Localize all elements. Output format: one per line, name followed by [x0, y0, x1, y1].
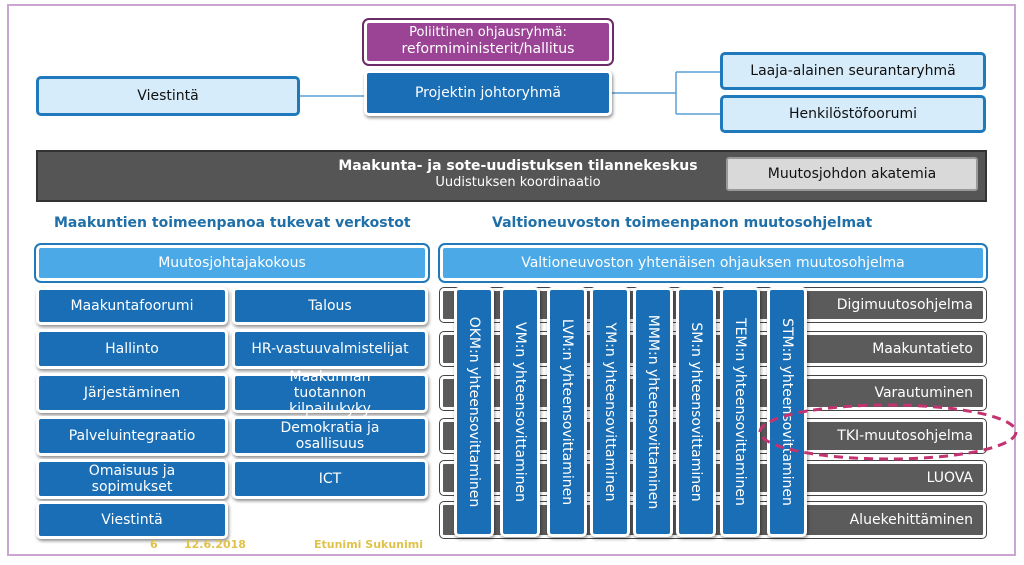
program-label: Varautuminen — [874, 385, 973, 401]
network-box: Demokratia ja osallisuus — [232, 416, 428, 456]
footer-date: 12.6.2018 — [184, 538, 246, 551]
network-label: Talous — [308, 297, 352, 314]
program-label: LUOVA — [926, 470, 973, 486]
monitoring-group-box: Laaja-alainen seurantaryhmä — [720, 52, 986, 90]
network-label: Maakuntafoorumi — [70, 297, 194, 314]
monitoring-group-label: Laaja-alainen seurantaryhmä — [750, 62, 956, 79]
program-label: Maakuntatieto — [872, 341, 973, 357]
ministry-column: MMM:n yhteensovittaminen — [633, 287, 673, 537]
network-box: Omaisuus ja sopimukset — [36, 459, 228, 499]
network-label: Omaisuus ja sopimukset — [88, 462, 176, 495]
coordination-centre-bar: Maakunta- ja sote-uudistuksen tilannekes… — [36, 150, 987, 202]
network-box: ICT — [232, 459, 428, 499]
right-section-heading: Valtioneuvoston toimeenpanon muutosohjel… — [492, 215, 873, 231]
network-box: Maakunnan tuotannon kilpailukyky — [232, 369, 428, 417]
centre-title: Maakunta- ja sote-uudistuksen tilannekes… — [338, 158, 698, 174]
communication-label: Viestintä — [137, 87, 199, 104]
slide-frame — [7, 4, 1016, 556]
change-directors-meeting-box: Muutosjohtajakokous — [36, 245, 428, 281]
footer-page-number: 6 — [150, 538, 158, 551]
staff-forum-box: Henkilöstöfoorumi — [720, 95, 986, 133]
network-box: Palveluintegraatio — [36, 416, 228, 456]
political-line1: Poliittinen ohjausryhmä: — [409, 25, 567, 41]
unified-steering-program-label: Valtioneuvoston yhtenäisen ohjauksen muu… — [521, 254, 905, 271]
network-label: Viestintä — [101, 511, 163, 528]
political-line2: reformiministerit/hallitus — [401, 41, 575, 58]
network-label: HR-vastuuvalmistelijat — [251, 340, 409, 357]
network-label: Maakunnan tuotannon kilpailukyky — [289, 368, 371, 418]
ministry-column: OKM:n yhteensovittaminen — [454, 287, 494, 537]
change-academy-label: Muutosjohdon akatemia — [767, 165, 937, 182]
program-label: TKI-muutosohjelma — [837, 428, 973, 444]
political-steering-box: Poliittinen ohjausryhmä: reformiminister… — [364, 20, 612, 64]
ministry-column: SM:n yhteensovittaminen — [676, 287, 716, 537]
program-label: Digimuutosohjelma — [836, 297, 973, 313]
network-label: Demokratia ja osallisuus — [280, 419, 380, 452]
network-label: Palveluintegraatio — [68, 427, 196, 444]
left-section-heading: Maakuntien toimeenpanoa tukevat verkosto… — [54, 215, 411, 231]
network-label: Hallinto — [105, 340, 159, 357]
network-box: Talous — [232, 287, 428, 325]
network-box: Hallinto — [36, 329, 228, 369]
network-box: Viestintä — [36, 501, 228, 539]
network-box: Maakuntafoorumi — [36, 287, 228, 325]
centre-subtitle: Uudistuksen koordinaatio — [435, 174, 601, 190]
network-box: HR-vastuuvalmistelijat — [232, 329, 428, 369]
change-directors-meeting-label: Muutosjohtajakokous — [158, 254, 306, 271]
network-box: Järjestäminen — [36, 373, 228, 413]
program-label: Aluekehittäminen — [849, 512, 973, 528]
network-label: ICT — [318, 470, 342, 487]
footer-author: Etunimi Sukunimi — [314, 538, 424, 551]
change-academy-box: Muutosjohdon akatemia — [726, 157, 978, 191]
unified-steering-program-box: Valtioneuvoston yhtenäisen ohjauksen muu… — [440, 245, 986, 281]
ministry-column: TEM:n yhteensovittaminen — [720, 287, 760, 537]
communication-box: Viestintä — [36, 76, 300, 116]
steering-group-box: Projektin johtoryhmä — [364, 70, 612, 116]
ministry-column: VM:n yhteensovittaminen — [500, 287, 540, 537]
ministry-column: LVM:n yhteensovittaminen — [547, 287, 587, 537]
steering-group-label: Projektin johtoryhmä — [414, 84, 562, 101]
staff-forum-label: Henkilöstöfoorumi — [788, 105, 918, 122]
ministry-column: YM:n yhteensovittaminen — [590, 287, 630, 537]
network-label: Järjestäminen — [83, 384, 181, 401]
